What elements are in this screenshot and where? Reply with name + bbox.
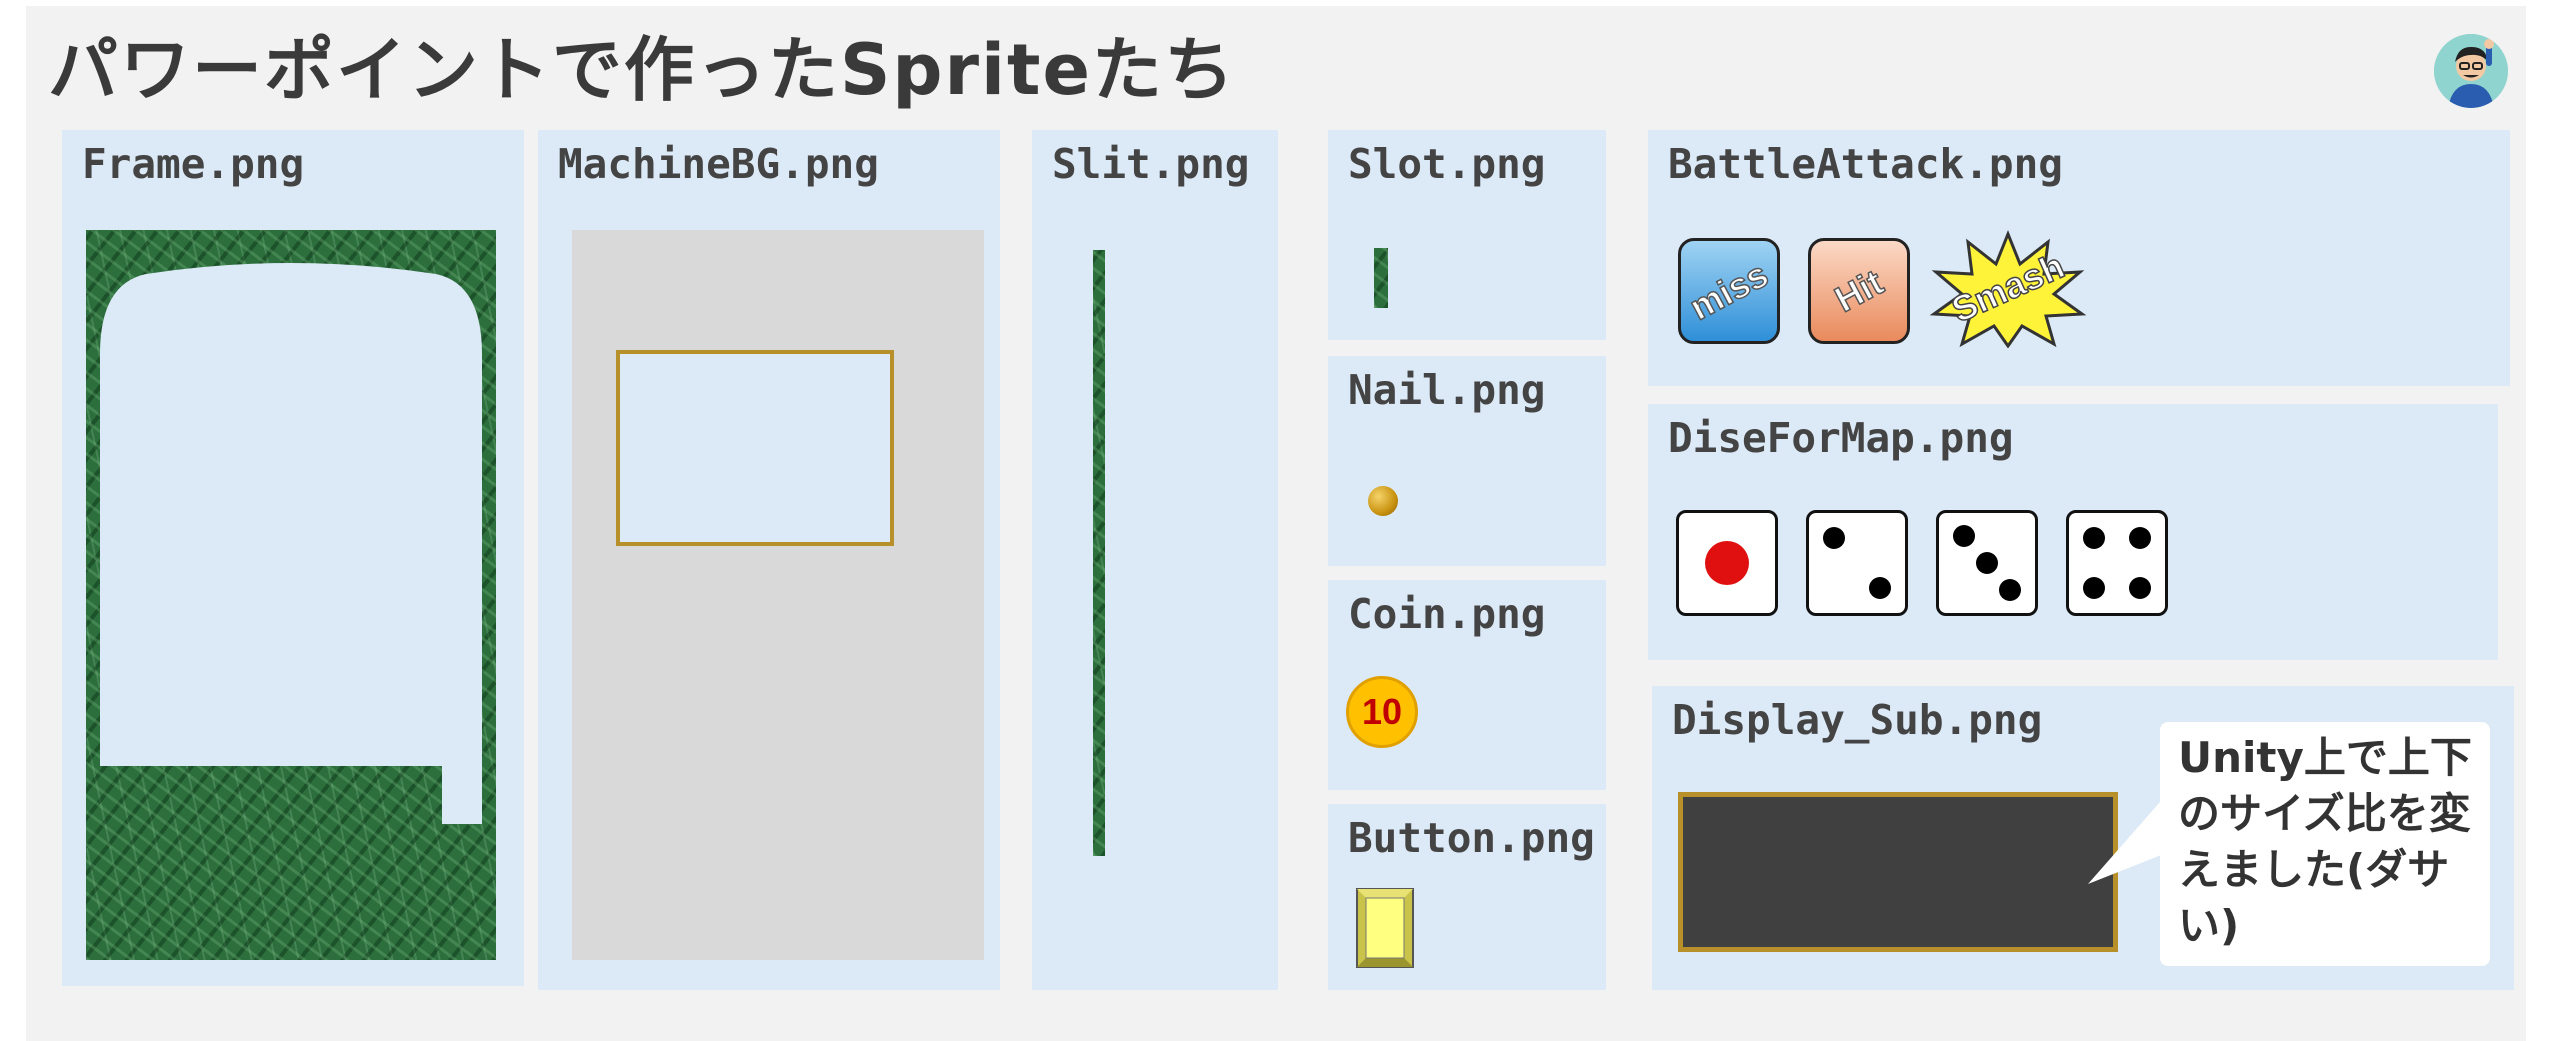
slit-sprite (1093, 250, 1105, 856)
coin-value: 10 (1361, 691, 1403, 732)
panel-battle-attack: BattleAttack.png miss Hit Smash (1648, 130, 2510, 386)
nail-label: Nail.png (1348, 366, 1546, 414)
slot-sprite (1374, 248, 1388, 308)
battle-attack-label: BattleAttack.png (1668, 140, 2063, 188)
hit-text: Hit (1827, 260, 1890, 320)
machine-bg-window (616, 350, 894, 546)
die-pip (1999, 579, 2021, 601)
panel-slit: Slit.png (1032, 130, 1278, 990)
coin-label: Coin.png (1348, 590, 1546, 638)
frame-sprite (86, 230, 496, 960)
dise-for-map-label: DiseForMap.png (1668, 414, 2014, 462)
coin-icon: 10 (1346, 676, 1418, 748)
display-sub-sprite (1678, 792, 2118, 952)
nail-ball-icon (1368, 486, 1398, 516)
die-icon-four (2066, 510, 2168, 616)
panel-nail: Nail.png (1328, 356, 1606, 566)
button-sprite-icon (1356, 888, 1414, 968)
smash-badge: Smash (1928, 228, 2088, 349)
die-pip (1953, 525, 1975, 547)
panel-coin: Coin.png 10 (1328, 580, 1606, 790)
panel-slot: Slot.png (1328, 130, 1606, 340)
display-sub-label: Display_Sub.png (1672, 696, 2043, 744)
die-pip (2129, 527, 2151, 549)
die-pip (1869, 577, 1891, 599)
callout-bubble (2160, 722, 2490, 966)
miss-text: miss (1682, 252, 1775, 328)
callout-text: Unity上で上下のサイズ比を変えました(ダサい) (2178, 733, 2472, 950)
callout-tail (2088, 786, 2174, 884)
die-pip (1823, 527, 1845, 549)
panel-machine-bg: MachineBG.png (538, 130, 1000, 990)
die-pip (2129, 577, 2151, 599)
button-label: Button.png (1348, 814, 1595, 862)
panel-button: Button.png (1328, 804, 1606, 990)
die-icon-two (1806, 510, 1908, 616)
slot-label: Slot.png (1348, 140, 1546, 188)
die-pip (2083, 577, 2105, 599)
miss-badge: miss (1678, 238, 1780, 344)
die-pip (1976, 552, 1998, 574)
die-pip (2083, 527, 2105, 549)
machine-bg-label: MachineBG.png (558, 140, 879, 188)
die-pip (1705, 541, 1749, 585)
die-icon-one (1676, 510, 1778, 616)
frame-label: Frame.png (82, 140, 305, 188)
smash-text: Smash (1945, 244, 2071, 331)
slide-title: パワーポイントで作ったSpriteたち (48, 29, 1236, 111)
slit-label: Slit.png (1052, 140, 1250, 188)
die-icon-three (1936, 510, 2038, 616)
panel-dise-for-map: DiseForMap.png (1648, 404, 2498, 660)
machine-bg-sprite (572, 230, 984, 960)
panel-frame: Frame.png (62, 130, 524, 986)
hit-badge: Hit (1808, 238, 1910, 344)
avatar-icon (2434, 34, 2508, 108)
